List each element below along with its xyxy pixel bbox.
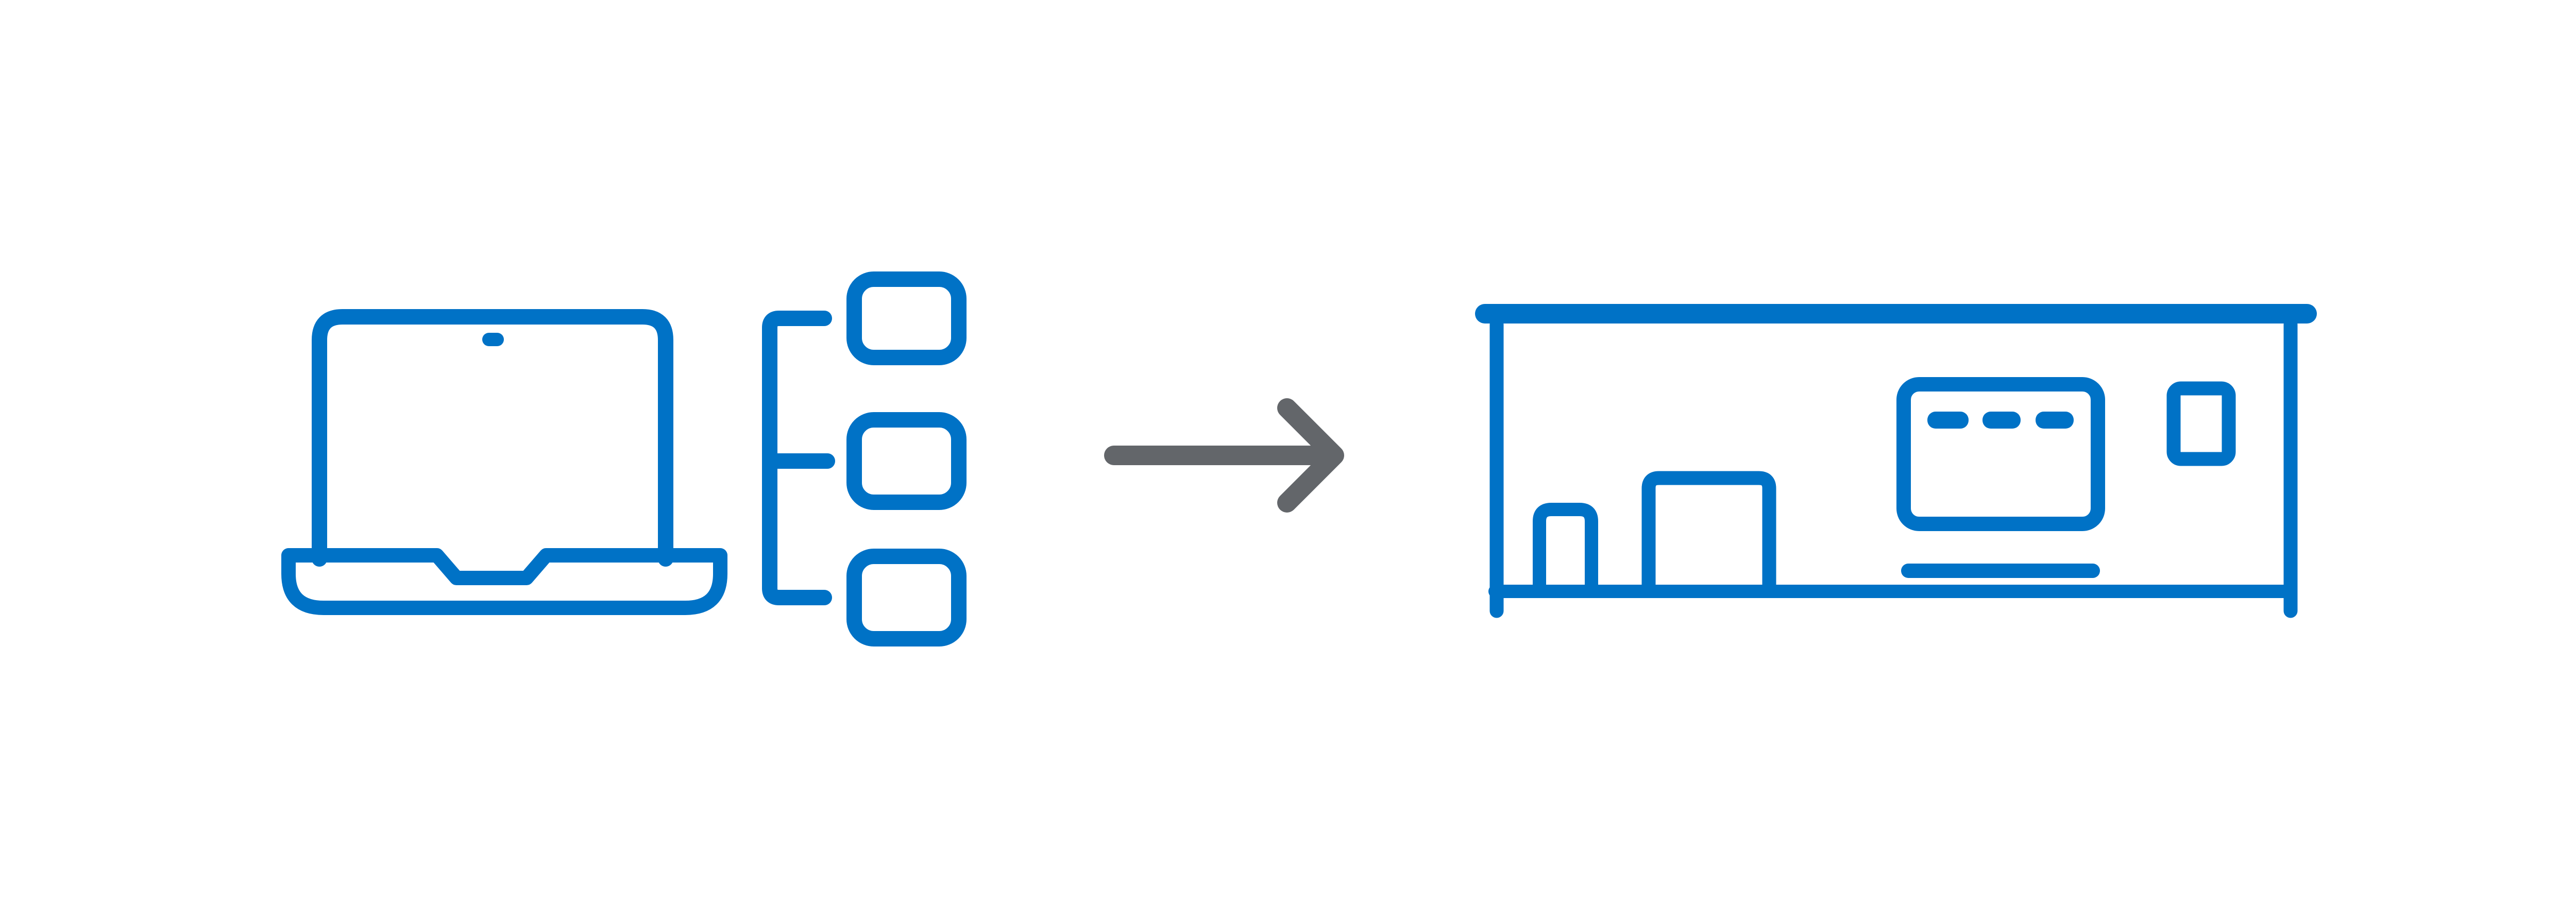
window-dash-2 <box>1982 412 2021 429</box>
arrow-right-icon <box>1104 398 1344 513</box>
data-center-building-icon <box>1475 304 2317 618</box>
building-small-box <box>1533 503 1598 595</box>
building-door <box>1641 471 1776 595</box>
laptop-camera-dot <box>482 333 504 346</box>
arrow-head <box>1277 398 1344 513</box>
tree-connector-lines <box>762 311 835 605</box>
tree-node-box-3 <box>846 549 967 646</box>
tree-node-box-1 <box>846 271 967 365</box>
building-window <box>1896 377 2105 531</box>
tree-node-box-2 <box>846 412 967 510</box>
laptop-lid <box>312 309 673 567</box>
building-window-dashes <box>1927 412 2074 429</box>
window-dash-1 <box>1927 412 1969 429</box>
laptop-icon <box>281 309 727 615</box>
window-dash-3 <box>2036 412 2074 429</box>
laptop-base <box>281 548 727 615</box>
building-side-window <box>2166 381 2236 466</box>
hierarchy-list-icon <box>762 271 967 646</box>
